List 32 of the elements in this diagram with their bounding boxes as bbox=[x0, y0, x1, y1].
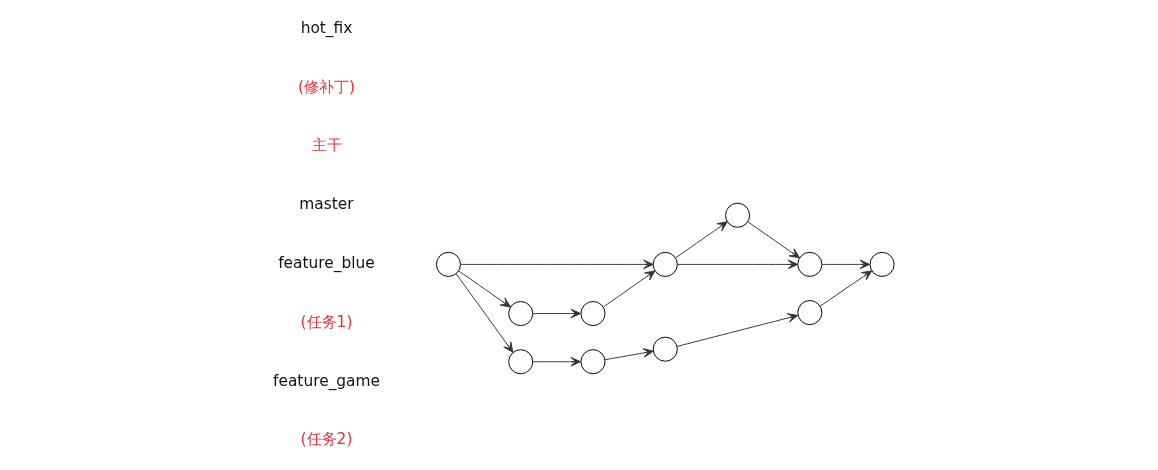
node-circle bbox=[796, 300, 822, 326]
arrow bbox=[674, 221, 728, 259]
label: master bbox=[298, 195, 354, 214]
label: (修补丁) bbox=[297, 77, 355, 96]
label: 主干 bbox=[311, 136, 342, 155]
node-circle bbox=[652, 251, 678, 277]
arrow bbox=[532, 356, 581, 367]
arrow bbox=[457, 270, 511, 308]
arrow bbox=[676, 259, 798, 270]
label: feature_game bbox=[272, 371, 380, 390]
label: hot_fix bbox=[300, 18, 352, 37]
label: (任务1) bbox=[300, 312, 352, 331]
arrow bbox=[747, 221, 800, 259]
node-circle bbox=[507, 349, 533, 375]
arrow bbox=[459, 259, 654, 270]
arrow bbox=[532, 308, 581, 319]
node-circle bbox=[724, 202, 750, 228]
node-circle bbox=[579, 301, 605, 327]
node-circle bbox=[652, 336, 678, 362]
arrow bbox=[602, 270, 655, 308]
node-circle bbox=[869, 251, 895, 277]
node-circle bbox=[796, 251, 822, 277]
label: feature_blue bbox=[277, 254, 375, 273]
arrow bbox=[819, 270, 872, 307]
node-circle bbox=[507, 301, 533, 327]
arrow bbox=[821, 259, 870, 270]
arrow bbox=[455, 273, 513, 353]
node-circle bbox=[579, 349, 605, 375]
arrow bbox=[676, 313, 798, 347]
label: (任务2) bbox=[300, 430, 352, 449]
arrow bbox=[603, 348, 654, 361]
node-circle bbox=[435, 251, 461, 277]
